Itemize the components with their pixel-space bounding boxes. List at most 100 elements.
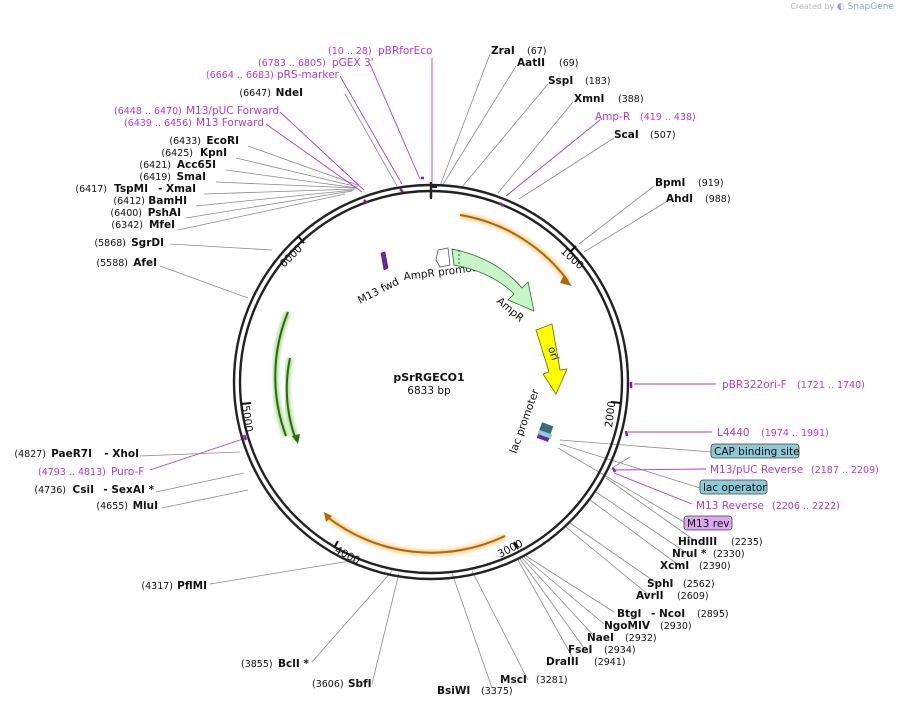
credit-text: Created by bbox=[790, 2, 835, 11]
snapgene-logo: ◐ SnapGene bbox=[836, 2, 894, 12]
enzyme-sphi: SphI bbox=[647, 578, 673, 590]
enzyme-btgi: BtgI bbox=[617, 608, 641, 620]
primer-pos: (2187 .. 2209) bbox=[811, 465, 879, 476]
ori-label: ori bbox=[545, 345, 561, 362]
enzyme-pos: (67) bbox=[527, 46, 547, 57]
primer-pbr322ori-f: pBR322ori-F bbox=[722, 379, 787, 391]
enzyme-acc65i: Acc65I bbox=[177, 159, 216, 171]
enzyme-nrui: NruI * bbox=[672, 548, 707, 560]
primer-pgex3: pGEX 3' bbox=[332, 57, 374, 69]
enzyme-ahdi: AhdI bbox=[666, 193, 693, 205]
primer-pos: (6664 .. 6683) bbox=[206, 70, 274, 81]
enzyme-bcli: BclI * bbox=[278, 658, 309, 670]
primer-prs-marker: pRS-marker bbox=[277, 69, 340, 81]
enzyme-pshai: PshAI bbox=[148, 207, 181, 219]
enzyme-pos: (2895) bbox=[697, 609, 729, 620]
enzyme-pos: (2930) bbox=[660, 621, 692, 632]
enzyme-pos: (6425) bbox=[161, 148, 193, 159]
primer-pos: (2206 .. 2222) bbox=[772, 501, 840, 512]
inner-features: M13 fwd AmpR promoter AmpR ori lac promo… bbox=[356, 247, 568, 455]
primer-pos: (6448 .. 6470) bbox=[114, 106, 182, 117]
enzyme-zrai: ZraI bbox=[491, 45, 515, 57]
boxed-features: CAP binding site lac operator M13 rev bbox=[683, 443, 800, 531]
enzyme-ecori: EcoRI bbox=[206, 135, 239, 147]
primer-m13puc-reverse: M13/pUC Reverse bbox=[710, 464, 803, 476]
enzyme-kpni: KpnI bbox=[200, 147, 227, 159]
enzyme-sspi: SspI bbox=[548, 75, 573, 87]
enzyme-afei: AfeI bbox=[133, 257, 157, 269]
enzyme-ncoi: - NcoI bbox=[651, 608, 685, 620]
enzyme-draiii: DraIII bbox=[546, 656, 579, 668]
primer-pos: (6439 .. 6456) bbox=[124, 118, 192, 129]
enzyme-pos: (2932) bbox=[625, 633, 657, 644]
primers-top: (10 .. 28) pBRforEco (6783 .. 6805) pGEX… bbox=[114, 45, 696, 129]
enzyme-pos: (6412) bbox=[113, 196, 145, 207]
enzyme-xcmi: XcmI bbox=[660, 560, 689, 572]
enzyme-mfei: MfeI bbox=[149, 219, 175, 231]
enzyme-pos: (2330) bbox=[713, 549, 745, 560]
enzyme-xhoi: - XhoI bbox=[104, 448, 139, 460]
ori-arrow bbox=[535, 323, 568, 395]
enzyme-smai: SmaI bbox=[177, 171, 207, 183]
enzymes-top-right: ZraI (67) AatII (69) SspI (183) XmnI (38… bbox=[491, 45, 731, 205]
enzyme-pos: (4317) bbox=[141, 581, 173, 592]
enzyme-pos: (2934) bbox=[604, 645, 636, 656]
m13fwd-arrow bbox=[380, 251, 389, 271]
enzyme-ndei: NdeI bbox=[276, 87, 303, 99]
enzyme-mlui: MluI bbox=[133, 500, 158, 512]
enzyme-scai: ScaI bbox=[614, 129, 639, 141]
enzyme-pos: (6421) bbox=[139, 160, 171, 171]
enzyme-bsiwi: BsiWI bbox=[437, 685, 470, 697]
enzyme-avrii: AvrII bbox=[636, 590, 664, 602]
enzyme-pos: (6419) bbox=[139, 172, 171, 183]
enzyme-pos: (5868) bbox=[94, 238, 126, 249]
enzyme-pos: (183) bbox=[585, 76, 611, 87]
primer-puro-f: Puro-F bbox=[111, 466, 144, 478]
enzyme-pos: (6417) bbox=[75, 184, 107, 195]
amprpromoter-arrow bbox=[435, 247, 451, 268]
enzyme-pos: (388) bbox=[618, 94, 644, 105]
enzyme-xmai: - XmaI bbox=[158, 183, 196, 195]
primer-ampr: Amp-R bbox=[595, 111, 630, 123]
enzyme-pos: (507) bbox=[650, 130, 676, 141]
primer-pos: (419 .. 438) bbox=[640, 112, 696, 123]
enzyme-pos: (988) bbox=[705, 194, 731, 205]
enzyme-pos: (6433) bbox=[169, 136, 201, 147]
enzyme-pos: (4736) bbox=[34, 485, 66, 496]
connector-lines bbox=[139, 53, 713, 689]
snapgene-credit: Created by ◐ SnapGene bbox=[790, 2, 894, 12]
primers-right: pBR322ori-F (1721 .. 1740) L4440 (1974 .… bbox=[696, 379, 879, 512]
tick-2000: 2000 bbox=[603, 400, 618, 428]
enzyme-fsei: FseI bbox=[568, 644, 592, 656]
plasmid-name: pSrRGECO1 bbox=[393, 371, 464, 384]
enzymes-bottom-right: HindIII (2235) NruI * (2330) XcmI (2390)… bbox=[241, 536, 763, 697]
enzyme-xmni: XmnI bbox=[574, 93, 604, 105]
origin-marker bbox=[429, 182, 437, 198]
primer-sites bbox=[242, 176, 633, 473]
primer-pos: (6783 .. 6805) bbox=[258, 58, 326, 69]
feature-m13-rev: M13 rev bbox=[687, 518, 730, 530]
enzyme-pos: (2562) bbox=[683, 579, 715, 590]
primer-pbrforeco: pBRforEco bbox=[378, 45, 432, 57]
primer-pos: (1721 .. 1740) bbox=[797, 380, 865, 391]
enzyme-naei: NaeI bbox=[587, 632, 614, 644]
enzyme-hindiii: HindIII bbox=[678, 536, 717, 548]
enzyme-sgrdi: SgrDI bbox=[131, 237, 164, 249]
enzyme-csii: CsiI bbox=[73, 484, 94, 496]
lac-promoter bbox=[536, 422, 554, 442]
primer-pos: (4793 .. 4813) bbox=[38, 467, 106, 478]
enzyme-msci: MscI bbox=[500, 674, 527, 686]
enzyme-sexai: - SexAI * bbox=[103, 484, 154, 496]
backbone-features bbox=[272, 212, 572, 556]
enzyme-pos: (6647) bbox=[239, 88, 271, 99]
primer-m13puc-forward: M13/pUC Forward bbox=[186, 105, 279, 117]
enzyme-aatii: AatII bbox=[517, 57, 545, 69]
primer-pos: (1974 .. 1991) bbox=[761, 428, 829, 439]
brand-text: SnapGene bbox=[847, 2, 894, 12]
enzyme-pos: (69) bbox=[559, 58, 579, 69]
enzyme-pflmi: PflMI bbox=[177, 580, 207, 592]
primer-m13-reverse: M13 Reverse bbox=[696, 500, 764, 512]
primer-l4440: L4440 bbox=[717, 427, 750, 439]
enzyme-pos: (2609) bbox=[677, 591, 709, 602]
